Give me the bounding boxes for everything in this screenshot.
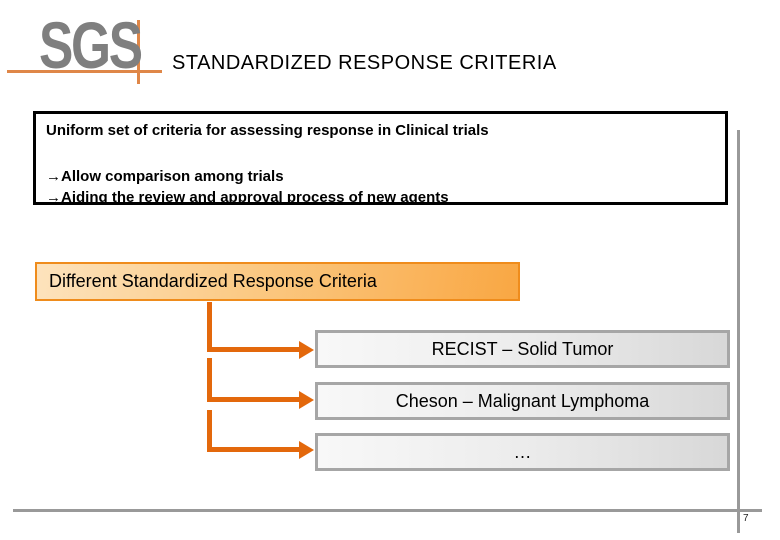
- diagram-item-label: …: [513, 441, 532, 462]
- connector-1-vertical: [207, 302, 212, 352]
- bullet-text: Aiding the review and approval process o…: [61, 189, 449, 206]
- logo-horizontal-line: [7, 70, 162, 73]
- info-box-line1: Uniform set of criteria for assessing re…: [46, 122, 489, 139]
- diagram-item-label: Cheson – Malignant Lymphoma: [395, 390, 650, 411]
- diagram-item-cheson: Cheson – Malignant Lymphoma: [315, 382, 730, 420]
- info-box-bullet-1: →Allow comparison among trials: [46, 166, 715, 187]
- arrow-right-icon: →: [46, 168, 61, 185]
- diagram-heading-box: Different Standardized Response Criteria: [35, 262, 520, 301]
- diagram-heading-label: Different Standardized Response Criteria: [49, 271, 377, 291]
- connector-1-horizontal: [207, 347, 300, 352]
- connector-3-horizontal: [207, 447, 300, 452]
- diagram-item-recist: RECIST – Solid Tumor: [315, 330, 730, 368]
- connector-1-arrowhead-icon: [299, 341, 314, 359]
- connector-2-arrowhead-icon: [299, 391, 314, 409]
- arrow-right-icon: →: [46, 189, 61, 206]
- page-number: 7: [743, 513, 749, 524]
- diagram-item-label: RECIST – Solid Tumor: [431, 338, 614, 359]
- connector-2-vertical: [207, 358, 212, 402]
- bullet-text: Allow comparison among trials: [61, 168, 284, 185]
- logo-vertical-line: [137, 20, 140, 84]
- connector-3-vertical: [207, 410, 212, 452]
- page-title: STANDARDIZED RESPONSE CRITERIA: [172, 52, 557, 74]
- sgs-logo: SGS: [39, 8, 143, 82]
- connector-2-horizontal: [207, 397, 300, 402]
- info-box-bullet-2: →Aiding the review and approval process …: [46, 187, 715, 208]
- info-box: Uniform set of criteria for assessing re…: [33, 111, 728, 208]
- info-box-spacer: [46, 141, 715, 166]
- right-guide-line: [737, 130, 740, 533]
- connector-3-arrowhead-icon: [299, 441, 314, 459]
- diagram-item-ellipsis: …: [315, 433, 730, 471]
- bottom-guide-line: [13, 509, 762, 512]
